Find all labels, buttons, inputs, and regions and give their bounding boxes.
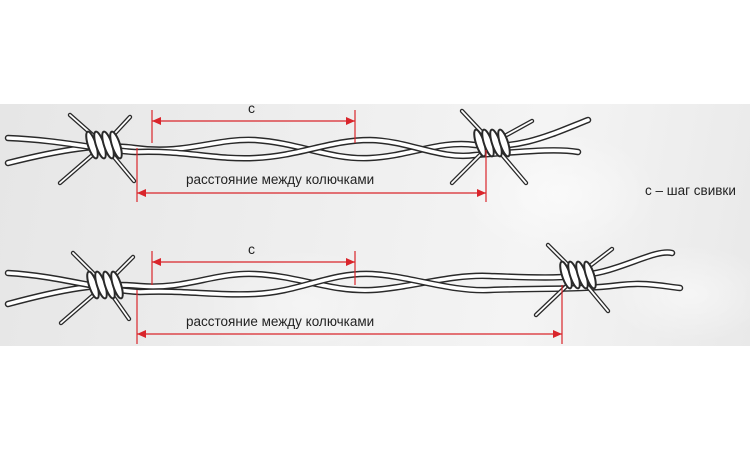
wire1-pitch-label: c bbox=[248, 100, 255, 116]
wire-2-strand-a bbox=[4, 249, 676, 308]
wire1-distance-label: расстояние между колючками bbox=[186, 172, 375, 187]
legend-text: c – шаг свивки bbox=[645, 183, 736, 198]
barb-2-left bbox=[58, 250, 136, 326]
wire-2-pitch-dimension bbox=[152, 258, 355, 266]
barb-1-left bbox=[57, 112, 137, 186]
barb-2-right bbox=[533, 242, 615, 318]
wire-1-distance-dimension bbox=[137, 189, 486, 197]
wire-layer bbox=[4, 108, 684, 326]
wire2-pitch-label: c bbox=[248, 241, 255, 257]
dimension-layer bbox=[136, 110, 563, 344]
wire2-distance-label: расстояние между колючками bbox=[186, 314, 375, 329]
wire-1-pitch-dimension bbox=[152, 117, 355, 125]
wire-2-strand-b bbox=[4, 269, 684, 298]
wire-2-distance-dimension bbox=[137, 330, 562, 338]
wire-2 bbox=[4, 249, 684, 308]
barb-1-right bbox=[449, 108, 535, 186]
